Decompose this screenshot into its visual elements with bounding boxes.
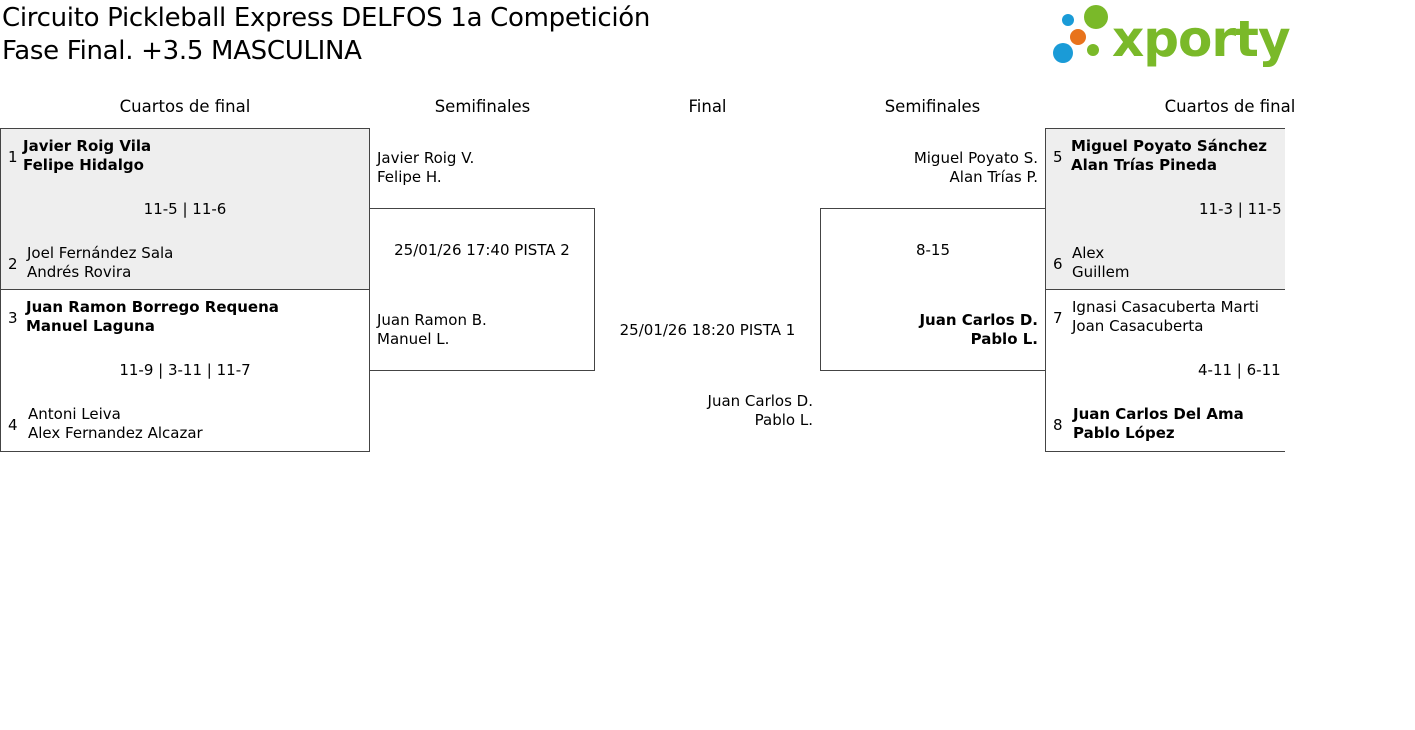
column-header-right-semis: Semifinales xyxy=(884,97,981,116)
right-quarter-match-2[interactable]: 7 Ignasi Casacuberta Marti Joan Casacube… xyxy=(1045,289,1285,452)
seed-number: 4 xyxy=(8,416,18,434)
player-name: Alex xyxy=(1072,244,1105,262)
player-name: Guillem xyxy=(1072,263,1130,281)
seed-number: 6 xyxy=(1053,255,1063,273)
player-name: Juan Carlos D. xyxy=(707,392,813,410)
player-name: Pablo L. xyxy=(754,411,813,429)
player-name: Juan Carlos Del Ama xyxy=(1073,405,1244,423)
match-score: 11-9 | 3-11 | 11-7 xyxy=(119,361,251,379)
player-name: Alan Trías P. xyxy=(949,168,1038,186)
left-quarter-match-2[interactable]: 3 Juan Ramon Borrego Requena Manuel Lagu… xyxy=(0,289,370,452)
player-name: Ignasi Casacuberta Marti xyxy=(1072,298,1259,316)
team-loser: Joel Fernández Sala Andrés Rovira xyxy=(27,244,173,282)
column-header-final: Final xyxy=(688,97,727,116)
column-header-right-quarters: Cuartos de final xyxy=(1164,97,1296,116)
player-name: Manuel L. xyxy=(377,330,450,348)
page-title: Circuito Pickleball Express DELFOS 1a Co… xyxy=(2,2,650,68)
match-score: 4-11 | 6-11 xyxy=(1198,361,1281,379)
left-semi-bottom-team: Juan Ramon B. Manuel L. xyxy=(377,311,487,349)
seed-number: 1 xyxy=(8,148,18,166)
player-name: Miguel Poyato Sánchez xyxy=(1071,137,1267,155)
team-loser: Antoni Leiva Alex Fernandez Alcazar xyxy=(28,405,203,443)
player-name: Javier Roig Vila xyxy=(23,137,152,155)
final-schedule: 25/01/26 18:20 PISTA 1 xyxy=(619,321,796,339)
team-winner: Javier Roig Vila Felipe Hidalgo xyxy=(23,137,151,175)
match-score: 8-15 xyxy=(915,241,951,259)
team-loser: Alex Guillem xyxy=(1072,244,1129,282)
right-semi-top-team: Miguel Poyato S. Alan Trías P. xyxy=(820,149,1038,187)
player-name: Pablo L. xyxy=(970,330,1038,348)
right-semi-winner-team: Juan Carlos D. Pablo L. xyxy=(821,311,1038,349)
player-name: Miguel Poyato S. xyxy=(913,149,1038,167)
player-name: Felipe H. xyxy=(377,168,442,186)
player-name: Juan Ramon Borrego Requena xyxy=(26,298,279,316)
player-name: Juan Carlos D. xyxy=(919,311,1038,329)
seed-number: 3 xyxy=(8,309,18,327)
player-name: Manuel Laguna xyxy=(26,317,155,335)
seed-number: 2 xyxy=(8,255,18,273)
player-name: Juan Ramon B. xyxy=(377,311,487,329)
player-name: Alex Fernandez Alcazar xyxy=(28,424,203,442)
player-name: Joel Fernández Sala xyxy=(27,244,174,262)
seed-number: 7 xyxy=(1053,309,1063,327)
left-quarter-match-1[interactable]: 1 Javier Roig Vila Felipe Hidalgo 11-5 |… xyxy=(0,128,370,290)
player-name: Andrés Rovira xyxy=(27,263,132,281)
match-schedule: 25/01/26 17:40 PISTA 2 xyxy=(394,241,570,259)
final-bottom-team: Juan Carlos D. Pablo L. xyxy=(595,392,813,430)
left-semi-top-team: Javier Roig V. Felipe H. xyxy=(377,149,474,187)
team-loser: Ignasi Casacuberta Marti Joan Casacubert… xyxy=(1072,298,1259,336)
column-header-left-quarters: Cuartos de final xyxy=(119,97,251,116)
match-score: 11-3 | 11-5 xyxy=(1199,200,1282,218)
player-name: Javier Roig V. xyxy=(377,149,475,167)
column-header-left-semis: Semifinales xyxy=(434,97,531,116)
logo-text: xporty xyxy=(1112,10,1290,68)
team-winner: Juan Ramon Borrego Requena Manuel Laguna xyxy=(26,298,279,336)
phase-category: Fase Final. +3.5 MASCULINA xyxy=(2,36,362,66)
right-semi-match[interactable]: 8-15 Juan Carlos D. Pablo L. xyxy=(820,208,1046,371)
team-winner: Juan Carlos Del Ama Pablo López xyxy=(1073,405,1244,443)
player-name: Felipe Hidalgo xyxy=(23,156,144,174)
right-quarter-match-1[interactable]: 5 Miguel Poyato Sánchez Alan Trías Pined… xyxy=(1045,128,1285,290)
seed-number: 5 xyxy=(1053,148,1063,166)
player-name: Pablo López xyxy=(1073,424,1175,442)
seed-number: 8 xyxy=(1053,416,1063,434)
match-score: 11-5 | 11-6 xyxy=(143,200,227,218)
player-name: Alan Trías Pineda xyxy=(1071,156,1218,174)
left-semi-match[interactable]: 25/01/26 17:40 PISTA 2 Juan Ramon B. Man… xyxy=(369,208,595,371)
tournament-name: Circuito Pickleball Express DELFOS 1a Co… xyxy=(2,3,651,33)
player-name: Joan Casacuberta xyxy=(1072,317,1204,335)
player-name: Antoni Leiva xyxy=(28,405,121,423)
xporty-logo: xporty xyxy=(1053,5,1291,68)
team-winner: Miguel Poyato Sánchez Alan Trías Pineda xyxy=(1071,137,1267,175)
